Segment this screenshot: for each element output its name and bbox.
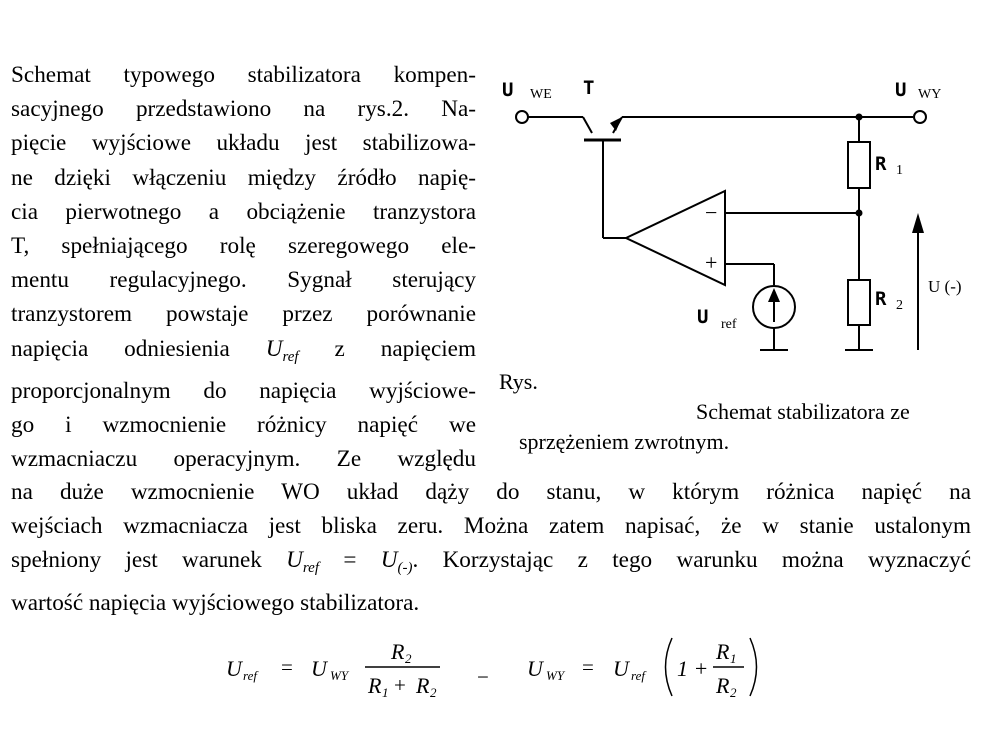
label-minus: − [705,200,717,225]
label-uwy: U [895,79,906,101]
symbol-sub: (-) [397,560,413,577]
formula-uref-sub: ref [243,668,259,683]
text-line-uref: napięcia odniesienia Uref z napięciem [11,332,476,374]
text-line: tranzystorem powstaje przez porównanie [11,301,476,328]
formula-dash: − [477,665,489,689]
junction-dot [855,209,863,217]
label-r2: R [875,288,887,310]
text-line: cia pierwotnego a obciążenie tranzystora [11,198,476,225]
formula-eq2: = [582,655,594,679]
formula-uwy2: U [527,656,545,681]
label-r1: R [875,153,887,175]
caption-line1: Schemat stabilizatora ze [696,399,910,424]
formula-fr-num-sub: 1 [730,651,737,666]
formula-eq: = [281,655,293,679]
op-amp [623,189,726,287]
text-line: wejściach wzmacniacza jest bliska zeru. … [11,513,971,540]
right-paren [749,637,758,697]
symbol-sub: ref [302,560,319,577]
text-line-condition: spełniony jest warunek Uref = U(-). Korz… [11,543,971,585]
formula-one-plus: 1 + [677,656,708,681]
reference-arrow [768,288,780,302]
formula-uref2: U [613,656,631,681]
paragraph-left: Schemat typowego stabilizatora kompen- s… [11,58,476,476]
text-fragment: . Korzystając z tego warunku można wyzna… [412,547,971,574]
text-fragment: z napięciem [334,335,477,362]
formula-uwy: U [311,656,329,681]
text-line: wartość napięcia wyjściowego stabilizato… [11,589,420,616]
text-line: proporcjonalnym do napięcia wyjściowe- [11,377,476,404]
formula-uref: U [226,656,244,681]
text-line: T, spełniającego rolę szeregowego ele- [11,233,476,260]
formula-uwy2-sub: WY [546,668,566,683]
formula-num-sub: 2 [405,651,412,666]
symbol-u: U [286,547,303,574]
formula-num-r: R [390,639,405,664]
text-line: pięcie wyjściowe układu jest stabilizowa… [11,130,476,157]
symbol-u: U [380,547,398,574]
symbol-sub: ref [282,348,299,365]
label-uwe: U [502,79,513,101]
label-uref: U [697,306,708,328]
formula-fr-num: R [715,639,730,664]
label-plus: + [705,250,717,275]
text-fragment: napięcia odniesienia [11,335,230,362]
formula-uwy-sub: WY [330,668,350,683]
left-paren [664,637,673,697]
label-uref-sub: ref [721,317,737,332]
emitter-arrowhead [610,117,622,131]
symbol-u: U [265,335,283,362]
junction-dot [855,113,863,121]
label-t: T [583,77,594,99]
formula-uref2-sub: ref [631,668,647,683]
text-line: ne dzięki włączeniu między źródło napię- [11,164,476,191]
formula-den-r1: R [367,673,382,698]
equals-sign: = [319,547,381,574]
text-fragment: spełniony jest warunek [11,547,262,574]
text-line: mentu regulacyjnego. Sygnał sterujący [11,267,476,294]
formula-fr-den-sub: 2 [730,685,737,700]
text-line: go i wzmocnienie różnicy napięć we [11,412,476,439]
arrowhead [912,213,924,233]
formula-den-r2: R [415,673,430,698]
formula-den-r2-sub: 2 [430,685,437,700]
label-uwy-sub: WY [918,87,941,102]
formula-fr-den: R [715,673,730,698]
formula-plus: + [394,673,406,697]
output-terminal [913,110,927,124]
paragraph-full: na duże wzmocnienie WO układ dąży do sta… [11,475,971,620]
transistor-collector [582,116,593,134]
label-uminus: U (-) [928,277,962,296]
text-line: Schemat typowego stabilizatora kompen- [11,62,476,88]
label-uwe-sub: WE [530,87,552,102]
label-r2-sub: 2 [896,298,903,313]
text-line: sacyjnego przedstawiono na rys.2. Na- [11,96,476,123]
text-line: wzmacniaczu operacyjnym. Ze względu [11,446,476,473]
caption-line2: sprzężeniem zwrotnym. [519,429,730,454]
label-r1-sub: 1 [896,163,903,178]
formula-den-r1-sub: 1 [382,685,389,700]
caption-prefix: Rys. [499,369,538,394]
text-line: na duże wzmocnienie WO układ dąży do sta… [11,479,971,505]
